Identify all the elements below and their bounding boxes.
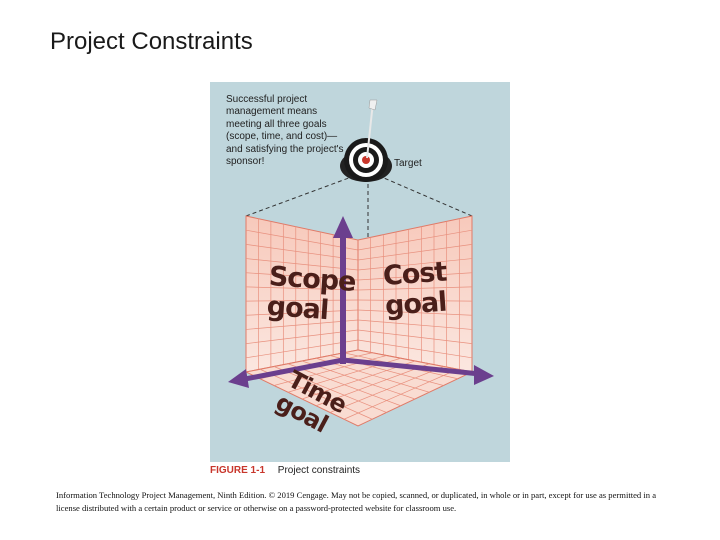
slide-title: Project Constraints <box>50 28 253 55</box>
figure-number: FIGURE 1-1 <box>210 465 266 476</box>
scope-goal-label: Scope goal <box>265 261 357 327</box>
project-constraints-figure: Successful project management means meet… <box>210 82 510 462</box>
figure-callout: Successful project management means meet… <box>226 94 344 168</box>
figure-caption: FIGURE 1-1 Project constraints <box>210 465 360 476</box>
time-arrow-left <box>228 357 344 388</box>
figure-title: Project constraints <box>277 465 361 476</box>
copyright-notice: Information Technology Project Managemen… <box>56 490 657 513</box>
scope-arrow <box>333 216 353 364</box>
dart-icon <box>366 99 378 159</box>
cost-goal-label: Cost goal <box>381 256 448 322</box>
cost-wall-grid <box>357 218 473 370</box>
time-arrow-right <box>342 357 494 385</box>
constraints-diagram <box>228 99 494 427</box>
target-label: Target <box>394 158 422 169</box>
target-icon <box>340 138 392 182</box>
